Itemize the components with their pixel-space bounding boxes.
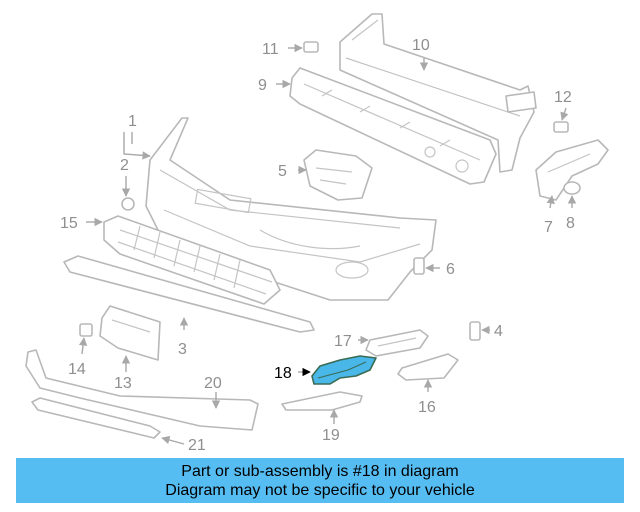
callout-5: 5 [278, 163, 287, 180]
bolt-part-12[interactable] [553, 121, 569, 133]
callout-20: 20 [204, 375, 222, 392]
screw-part-6[interactable] [413, 257, 425, 275]
license-bracket-part-13[interactable] [99, 305, 161, 361]
callout-13: 13 [114, 375, 132, 392]
banner-line-1: Part or sub-assembly is #18 in diagram [181, 462, 459, 480]
banner-line-2: Diagram may not be specific to your vehi… [165, 481, 475, 499]
moulding-part-19[interactable] [281, 391, 363, 411]
callout-6: 6 [446, 261, 455, 278]
trim-part-16[interactable] [397, 353, 459, 381]
lower-strip-part-21[interactable] [31, 397, 161, 439]
side-bracket-part-7[interactable] [535, 139, 609, 201]
spoiler-part-20[interactable] [25, 349, 259, 431]
energy-absorber-part-9[interactable] [289, 67, 497, 185]
lower-grille-part-15[interactable] [103, 215, 281, 305]
impact-bar-part-10[interactable] [339, 13, 537, 173]
callout-7: 7 [544, 219, 553, 236]
callout-1: 1 [128, 113, 137, 130]
callout-10: 10 [412, 37, 430, 54]
callout-labels: 1 2 3 4 5 6 7 8 9 10 11 12 13 14 15 16 1… [60, 37, 575, 454]
callout-3: 3 [178, 341, 187, 358]
screw-part-4[interactable] [469, 321, 481, 341]
callout-9: 9 [258, 77, 267, 94]
callout-11: 11 [262, 41, 279, 58]
bolt-part-11[interactable] [303, 41, 319, 53]
clip-part-2[interactable] [121, 197, 135, 211]
info-banner: Part or sub-assembly is #18 in diagram D… [16, 458, 624, 503]
callout-2: 2 [120, 157, 129, 174]
callout-12: 12 [554, 89, 572, 106]
fog-grille-part-17[interactable] [365, 329, 429, 357]
callout-21: 21 [188, 437, 206, 454]
callout-17: 17 [334, 333, 352, 350]
callout-19: 19 [322, 427, 340, 444]
lower-trim-part-3[interactable] [63, 255, 315, 333]
callout-4: 4 [494, 323, 503, 340]
callout-18: 18 [274, 365, 292, 382]
callout-14: 14 [68, 361, 86, 378]
highlighted-part-18[interactable] [311, 355, 377, 385]
bracket-part-5[interactable] [303, 149, 373, 201]
callout-15: 15 [60, 215, 78, 232]
clip-part-14[interactable] [79, 323, 93, 337]
leader-lines [78, 43, 577, 445]
clip-part-8[interactable] [563, 181, 581, 195]
callout-16: 16 [418, 399, 436, 416]
callout-8: 8 [566, 215, 575, 232]
